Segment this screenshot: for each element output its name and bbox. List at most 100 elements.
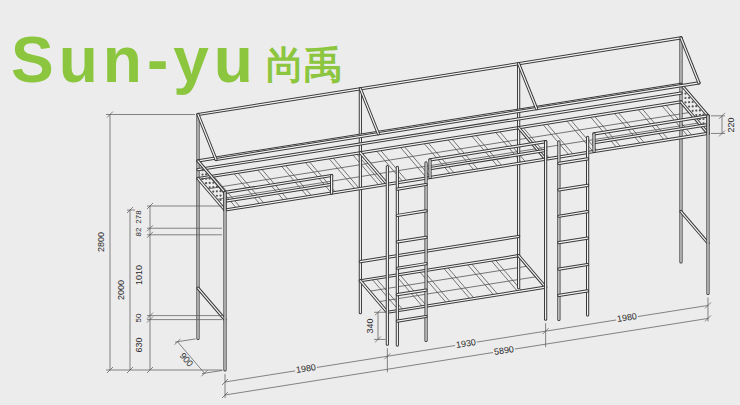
tube-outline: [397, 290, 426, 295]
perforation-dot: [209, 186, 211, 188]
dimension-line: [147, 315, 222, 316]
tube-outline: [216, 83, 699, 160]
tube-highlight: [587, 137, 588, 315]
tube-outline: [424, 163, 427, 341]
slat-bar: [467, 264, 494, 296]
tube-outline: [198, 288, 225, 320]
dimension-line: [147, 206, 222, 207]
tube-outline: [519, 256, 546, 288]
tube-highlight: [593, 134, 594, 152]
tube-outline: [386, 167, 389, 345]
tube-highlight: [360, 89, 378, 134]
slat-bar: [369, 266, 527, 291]
tube-outline: [396, 167, 399, 345]
perforation-dot: [695, 105, 697, 107]
perforation-dot: [216, 190, 218, 192]
brand-logo-chinese: 尚禹: [265, 46, 343, 84]
tube-highlight: [360, 153, 387, 185]
perforation-dot: [219, 190, 221, 192]
dimension-line: [719, 130, 725, 136]
dimension-line: [374, 312, 385, 313]
tube-highlight: [519, 256, 546, 288]
tube-highlight: [397, 237, 426, 242]
perforation-dot: [688, 97, 690, 99]
tube-highlight: [425, 163, 426, 341]
tube-outline: [225, 176, 332, 193]
slat-bar: [443, 268, 470, 300]
dimension-line: [719, 113, 725, 119]
perforation-dot: [702, 118, 704, 120]
dimension-line: [147, 225, 153, 231]
slat-bar: [378, 277, 536, 302]
tube-highlight: [198, 115, 216, 160]
perforation-dot: [209, 182, 211, 184]
dimension-line: [127, 210, 135, 211]
tube-highlight: [397, 317, 426, 322]
tube-highlight: [681, 212, 708, 244]
perforation-dot: [205, 178, 207, 180]
dimension-line: [225, 305, 708, 382]
dimension-line: [106, 370, 222, 371]
slat-bar: [372, 279, 399, 311]
perforation-dot: [699, 118, 701, 120]
perforation-dot: [695, 114, 697, 116]
perforation-dot: [692, 110, 694, 112]
tube-highlight: [225, 184, 332, 201]
dimension-text: 340: [366, 317, 375, 334]
tube-outline: [594, 125, 708, 143]
dimension-line: [147, 203, 153, 209]
dimension-line: [107, 112, 113, 118]
dimension-line: [147, 313, 153, 319]
dimension-line: [150, 206, 151, 370]
tube-outline: [198, 161, 225, 193]
tube-outline: [387, 287, 545, 312]
tube-highlight: [360, 236, 518, 261]
dimension-line: [722, 116, 723, 134]
tube-highlight: [387, 287, 545, 312]
perforation-dot: [201, 178, 203, 180]
dimension-line: [378, 312, 379, 339]
dimension-line: [375, 336, 381, 342]
tube-outline: [559, 159, 588, 164]
perforation-dot: [692, 105, 694, 107]
tube-outline: [397, 264, 426, 269]
tube-outline: [430, 142, 546, 160]
tube-outline: [681, 84, 708, 116]
slat-bar: [419, 271, 446, 303]
dimension-line: [222, 379, 228, 385]
dimension-line: [107, 367, 113, 373]
dimension-line: [545, 323, 546, 347]
tube-highlight: [198, 161, 225, 193]
tube-outline: [397, 317, 426, 322]
tube-outline: [198, 38, 681, 115]
perforation-dot: [702, 113, 704, 115]
perforation-group: [201, 92, 704, 201]
dimension-line: [705, 315, 711, 321]
tube-outline: [225, 184, 332, 201]
tube-outline: [681, 212, 708, 244]
tube-highlight: [559, 212, 588, 217]
dimension-line: [175, 339, 181, 345]
dimension-line: [202, 370, 223, 373]
dimension-text: 278: [135, 209, 143, 224]
slat-bar: [570, 119, 597, 150]
tube-highlight: [331, 176, 332, 194]
perforation-dot: [201, 173, 203, 175]
tube-highlight: [680, 38, 681, 262]
slat-bar: [491, 260, 518, 292]
dimension-text: 50: [135, 312, 143, 323]
tube-outline: [592, 134, 595, 152]
tube-highlight: [198, 288, 225, 320]
tube-outline: [559, 265, 588, 270]
dimension-group: [106, 112, 725, 399]
tube-highlight: [197, 115, 198, 339]
perforation-dot: [205, 173, 207, 175]
tube-highlight: [429, 160, 430, 178]
tube-highlight: [225, 133, 708, 210]
perforation-dot: [702, 122, 704, 124]
tube-highlight: [397, 290, 426, 295]
tube-outline: [360, 281, 387, 313]
tube-outline: [706, 116, 709, 294]
tube-highlight: [360, 281, 387, 313]
